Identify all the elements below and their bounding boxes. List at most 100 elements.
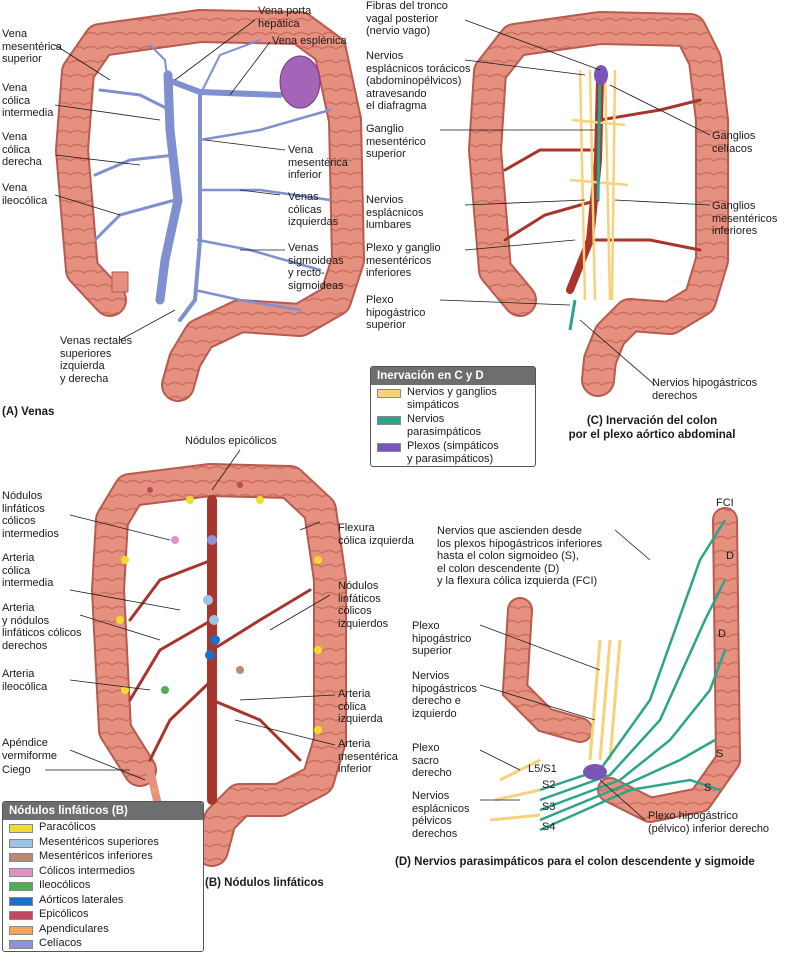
lymph-legend-row: Mesentéricos inferiores bbox=[3, 849, 203, 864]
lymph-legend-label: Celíacos bbox=[39, 937, 82, 949]
panel-b-arteries bbox=[128, 495, 312, 805]
label-plexo-hipogastrico-inferior: Plexo hipogástrico (pélvico) inferior de… bbox=[648, 810, 770, 835]
label-ciego: Ciego bbox=[2, 764, 31, 776]
lymph-legend-swatch bbox=[9, 896, 33, 906]
lymph-legend-swatch bbox=[9, 940, 33, 949]
lymph-legend-swatch bbox=[9, 882, 33, 891]
panel-c-sympathetic bbox=[569, 69, 629, 301]
label-nervios-hipogastricos-der-izq: Nervios hipogástricos derecho e izquierd… bbox=[412, 670, 477, 720]
lymph-legend-row: Epicólicos bbox=[3, 907, 203, 922]
lymph-legend-row: Apendiculares bbox=[3, 922, 203, 937]
label-nodulos-colicos-izquierdos: Nódulos linfáticos cólicos izquierdos bbox=[338, 580, 389, 630]
label-nervios-hipogastricos-derechos: Nervios hipogástricos derechos bbox=[652, 377, 758, 402]
segment-label-1: D bbox=[726, 550, 734, 562]
lymph-legend-label: Mesentéricos inferiores bbox=[39, 850, 153, 862]
lymph-legend-label: Ileocólicos bbox=[39, 879, 91, 891]
lymph-legend-row: Paracólicos bbox=[3, 820, 203, 835]
lymph-legend-row: Cólicos intermedios bbox=[3, 864, 203, 879]
lymph-legend-label: Cólicos intermedios bbox=[39, 864, 135, 877]
caption-panel-a: (A) Venas bbox=[2, 406, 55, 418]
label-plexo-sacro-derecho: Plexo sacro derecho bbox=[412, 742, 452, 779]
segment-label-4: S bbox=[704, 782, 712, 794]
label-nervios-esplacnicos-lumbares: Nervios esplácnicos lumbares bbox=[366, 194, 424, 231]
label-nervios-esplacnicos-pelvicos: Nervios esplácnicos pélvicos derechos bbox=[412, 790, 470, 840]
panel-d-plexus bbox=[583, 764, 607, 780]
panel-d-sympathetic bbox=[489, 639, 622, 822]
root-label-l5-s1: L5/S1 bbox=[528, 763, 557, 775]
legend-lymph-nodes-title: Nódulos linfáticos (B) bbox=[3, 802, 203, 820]
label-plexo-ganglio-mesentericos: Plexo y ganglio mesentéricos inferiores bbox=[366, 242, 441, 279]
label-ganglios-mesentericos-inferiores: Ganglios mesentéricos inferiores bbox=[712, 200, 778, 237]
caption-panel-d: (D) Nervios parasimpáticos para el colon… bbox=[395, 856, 755, 868]
label-nervios-esplacnicos-toracicos: Nervios esplácnicos torácicos (abdominop… bbox=[366, 50, 471, 112]
label-nodulos-epicolicos: Nódulos epicólicos bbox=[185, 435, 277, 447]
label-plexo-hipogastrico-superior-d: Plexo hipogástrico superior bbox=[412, 620, 472, 657]
label-venas-colicas-izquierdas: Venas cólicas izquierdas bbox=[288, 191, 339, 228]
panel-c-plexus bbox=[594, 65, 608, 85]
label-vena-porta-hepatica: Vena porta hepática bbox=[258, 5, 312, 30]
label-vena-esplenica: Vena esplénica bbox=[272, 35, 347, 47]
innervation-legend-swatch bbox=[377, 416, 401, 425]
innervation-legend-label: Nervios parasimpáticos bbox=[407, 413, 481, 438]
innervation-legend-row: Nervios y ganglios simpáticos bbox=[371, 385, 535, 412]
label-nervios-ascienden: Nervios que ascienden desde los plexos h… bbox=[437, 525, 603, 587]
lymph-legend-label: Epicólicos bbox=[39, 908, 89, 920]
segment-label-2: D bbox=[718, 628, 726, 640]
lymph-legend-row: Celíacos bbox=[3, 936, 203, 951]
panel-b-colon bbox=[91, 463, 347, 867]
panel-c-colon bbox=[468, 11, 729, 397]
lymph-legend-swatch bbox=[9, 824, 33, 833]
panel-d-colon bbox=[501, 507, 741, 823]
label-fibras-tronco-vagal: Fibras del tronco vagal posterior (nervi… bbox=[366, 0, 448, 37]
label-arteria-colica-intermedia: Arteria cólica intermedia bbox=[2, 552, 54, 589]
innervation-legend-row: Nervios parasimpáticos bbox=[371, 412, 535, 439]
lymph-legend-label: Mesentéricos superiores bbox=[39, 835, 159, 848]
label-apendice-vermiforme: Apéndice vermiforme bbox=[2, 737, 58, 762]
lymph-legend-swatch bbox=[9, 853, 33, 862]
innervation-legend-label: Nervios y ganglios simpáticos bbox=[407, 386, 497, 411]
label-ganglios-celiacos: Ganglios celíacos bbox=[712, 130, 756, 155]
label-vena-ileocolica: Vena ileocólica bbox=[2, 182, 48, 207]
panel-d-parasympathetic bbox=[539, 519, 727, 832]
innervation-legend-swatch bbox=[377, 389, 401, 398]
label-nodulos-colicos-intermedios: Nódulos linfáticos cólicos intermedios bbox=[2, 490, 59, 540]
label-vena-colica-derecha: Vena cólica derecha bbox=[2, 131, 42, 168]
label-venas-rectales: Venas rectales superiores izquierda y de… bbox=[60, 335, 133, 385]
leader-lines bbox=[45, 19, 711, 821]
label-ganglio-mesenterico-superior: Ganglio mesentérico superior bbox=[366, 123, 426, 160]
root-label-s3: S3 bbox=[542, 801, 556, 813]
panel-c-arteries bbox=[503, 76, 702, 294]
root-label-s2: S2 bbox=[542, 779, 556, 791]
label-plexo-hipogastrico-superior-c: Plexo hipogástrico superior bbox=[366, 294, 426, 331]
label-flexura-colica-izquierda: Flexura cólica izquierda bbox=[338, 522, 414, 547]
caption-panel-c: (C) Inervación del colon por el plexo aó… bbox=[568, 415, 736, 441]
lymph-legend-label: Aórticos laterales bbox=[39, 893, 124, 906]
lymph-legend-row: Ileocólicos bbox=[3, 878, 203, 893]
panel-b-lymph-nodes bbox=[116, 482, 322, 793]
label-vena-colica-intermedia: Vena cólica intermedia bbox=[2, 82, 54, 119]
innervation-legend-row: Plexos (simpáticos y parasimpáticos) bbox=[371, 439, 535, 466]
panel-a-colon bbox=[55, 9, 365, 402]
segment-label-0: FCI bbox=[716, 497, 734, 509]
label-vena-mesenterica-superior: Vena mesentérica superior bbox=[2, 28, 62, 65]
innervation-legend-label: Plexos (simpáticos y parasimpáticos) bbox=[407, 440, 499, 465]
lymph-legend-swatch bbox=[9, 911, 33, 920]
lymph-legend-row: Aórticos laterales bbox=[3, 893, 203, 908]
label-arteria-nodulos-colicos-derechos: Arteria y nódulos linfáticos cólicos der… bbox=[2, 602, 82, 652]
lymph-legend-label: Apendiculares bbox=[39, 922, 109, 935]
legend-innervation: Inervación en C y D Nervios y ganglios s… bbox=[370, 366, 536, 467]
lymph-legend-swatch bbox=[9, 925, 33, 935]
panel-c-parasympathetic bbox=[568, 69, 602, 331]
label-venas-sigmoideas: Venas sigmoideas y recto- sigmoideas bbox=[288, 242, 344, 292]
label-vena-mesenterica-inferior: Vena mesentérica inferior bbox=[288, 144, 348, 181]
legend-innervation-title: Inervación en C y D bbox=[371, 367, 535, 385]
root-label-s4: S4 bbox=[542, 821, 556, 833]
lymph-legend-swatch bbox=[9, 867, 33, 877]
caption-panel-b: (B) Nódulos linfáticos bbox=[205, 877, 324, 889]
innervation-legend-swatch bbox=[377, 443, 401, 452]
lymph-legend-row: Mesentéricos superiores bbox=[3, 835, 203, 850]
lymph-legend-label: Paracólicos bbox=[39, 821, 96, 833]
label-arteria-ileocolica: Arteria ileocólica bbox=[2, 668, 48, 693]
